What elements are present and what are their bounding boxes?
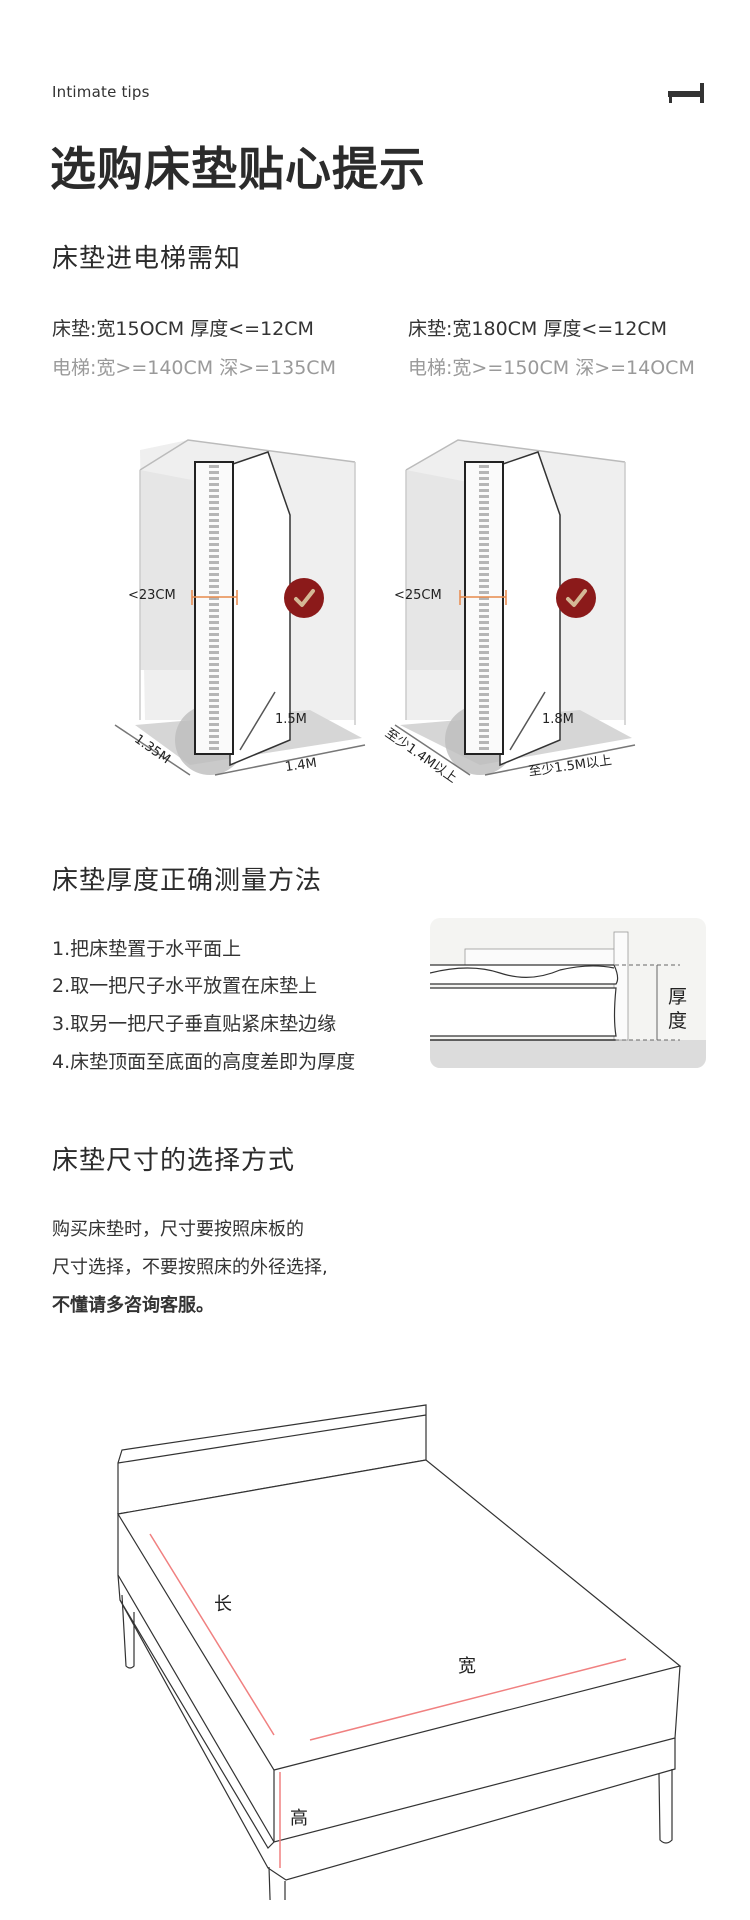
size-text-line-1: 购买床垫时，尺寸要按照床板的 xyxy=(52,1219,304,1240)
page-title: 选购床垫贴心提示 xyxy=(50,142,426,196)
diagram-diagonal-label: 1.8M xyxy=(542,712,574,727)
spec-mattress-180: 床垫:宽180CM 厚度<=12CM xyxy=(408,318,668,340)
bed-length-label: 长 xyxy=(214,1594,232,1615)
step-1: 1.把床垫置于水平面上 xyxy=(52,938,242,960)
size-text-line-2: 尺寸选择，不要按照床的外径选择, xyxy=(52,1257,328,1278)
elevator-diagram-180: <25CM 1.8M 至少1.5M以上 至少1.4M以上 xyxy=(370,420,670,800)
step-4: 4.床垫顶面至底面的高度差即为厚度 xyxy=(52,1051,356,1073)
spec-elevator-180: 电梯:宽>=150CM 深>=14OCM xyxy=(408,357,695,379)
thickness-diagram-card: 厚 度 xyxy=(430,918,706,1068)
floor xyxy=(430,1040,706,1068)
check-icon xyxy=(284,578,324,618)
step-2: 2.取一把尺子水平放置在床垫上 xyxy=(52,975,318,997)
check-icon xyxy=(556,578,596,618)
diagram-diagonal-label: 1.5M xyxy=(275,712,307,727)
thickness-label-2: 度 xyxy=(668,1010,688,1032)
spec-elevator-150: 电梯:宽>=140CM 深>=135CM xyxy=(52,357,336,379)
bed-diagram: 长 宽 高 xyxy=(0,1380,750,1920)
section-heading-thickness: 床垫厚度正确测量方法 xyxy=(52,866,323,896)
diagram-thickness-label: <25CM xyxy=(394,588,442,603)
spec-mattress-150: 床垫:宽15OCM 厚度<=12CM xyxy=(52,318,314,340)
size-text-line-3: 不懂请多咨询客服。 xyxy=(52,1295,214,1316)
elevator-diagram-150: <23CM 1.5M 1.4M 1.35M xyxy=(100,420,400,800)
section-heading-size: 床垫尺寸的选择方式 xyxy=(52,1146,296,1176)
bed-width-label: 宽 xyxy=(458,1656,476,1677)
thickness-label-1: 厚 xyxy=(668,986,688,1008)
eyebrow-text: Intimate tips xyxy=(52,83,150,101)
bed-height-label: 高 xyxy=(290,1808,308,1829)
bed-icon xyxy=(668,82,708,104)
diagram-thickness-label: <23CM xyxy=(128,588,176,603)
section-heading-elevator: 床垫进电梯需知 xyxy=(52,244,242,274)
step-3: 3.取另一把尺子垂直贴紧床垫边缘 xyxy=(52,1013,337,1035)
